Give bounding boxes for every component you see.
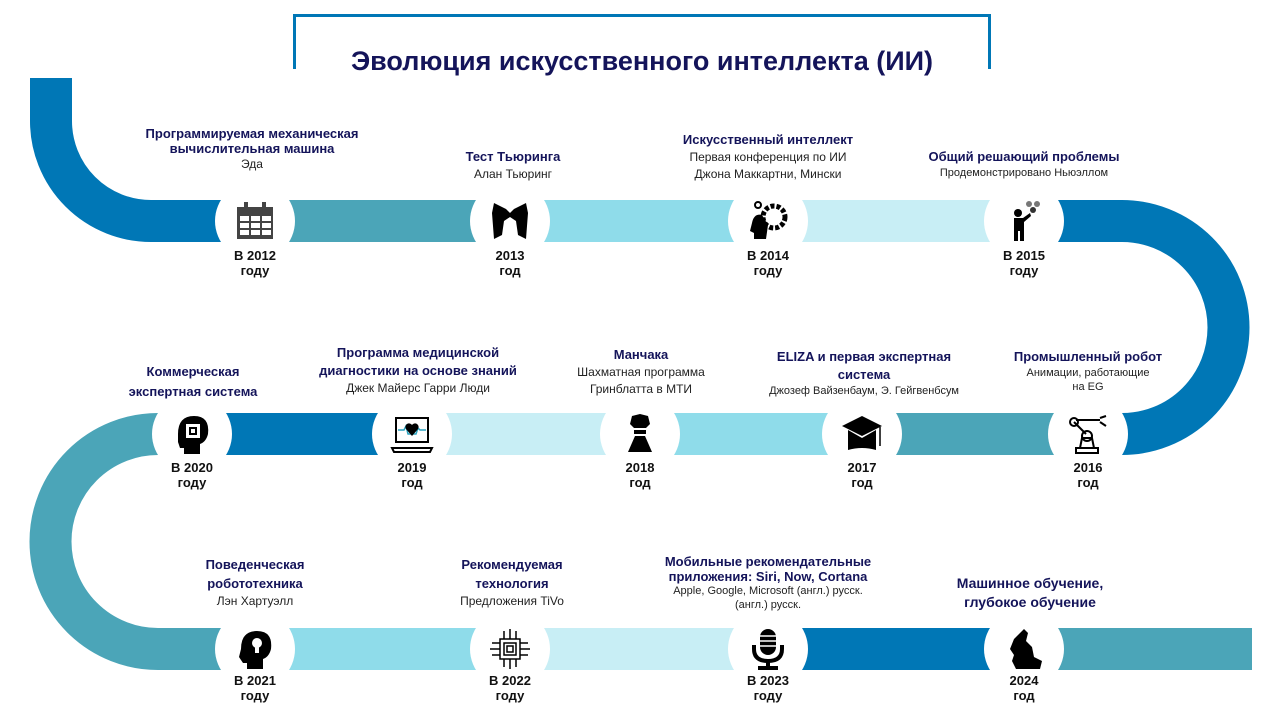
chess-piece-icon bbox=[600, 394, 680, 474]
turing-mask-icon bbox=[470, 181, 550, 261]
head-gears-icon bbox=[728, 181, 808, 261]
person-problem-solver-icon bbox=[984, 181, 1064, 261]
calendar-icon bbox=[215, 181, 295, 261]
title-frame bbox=[293, 14, 991, 69]
head-silhouette-icon bbox=[984, 609, 1064, 689]
track-segment bbox=[29, 413, 256, 670]
event-label: Мобильные рекомендательные приложения: S… bbox=[664, 554, 872, 611]
robot-arm-icon bbox=[1048, 394, 1128, 474]
event-label: Программируемая механическая вычислитель… bbox=[145, 126, 359, 171]
laptop-heartbeat-icon bbox=[372, 394, 452, 474]
circuit-chip-icon bbox=[470, 609, 550, 689]
chip-head-icon bbox=[152, 394, 232, 474]
graduation-cap-icon bbox=[822, 394, 902, 474]
head-keyhole-icon bbox=[215, 609, 295, 689]
page-title-text: Эволюция искусственного интеллекта (ИИ) bbox=[336, 46, 948, 76]
microphone-icon bbox=[728, 609, 808, 689]
event-label: Машинное обучение, глубокое обучение bbox=[956, 575, 1104, 610]
track-segment bbox=[30, 78, 256, 242]
page-title: Эволюция искусственного интеллекта (ИИ) bbox=[293, 46, 991, 77]
event-label: Коммерческая экспертная система bbox=[128, 364, 258, 399]
track-segment bbox=[1024, 200, 1250, 455]
event-label: Программа медицинской диагностики на осн… bbox=[319, 345, 517, 395]
